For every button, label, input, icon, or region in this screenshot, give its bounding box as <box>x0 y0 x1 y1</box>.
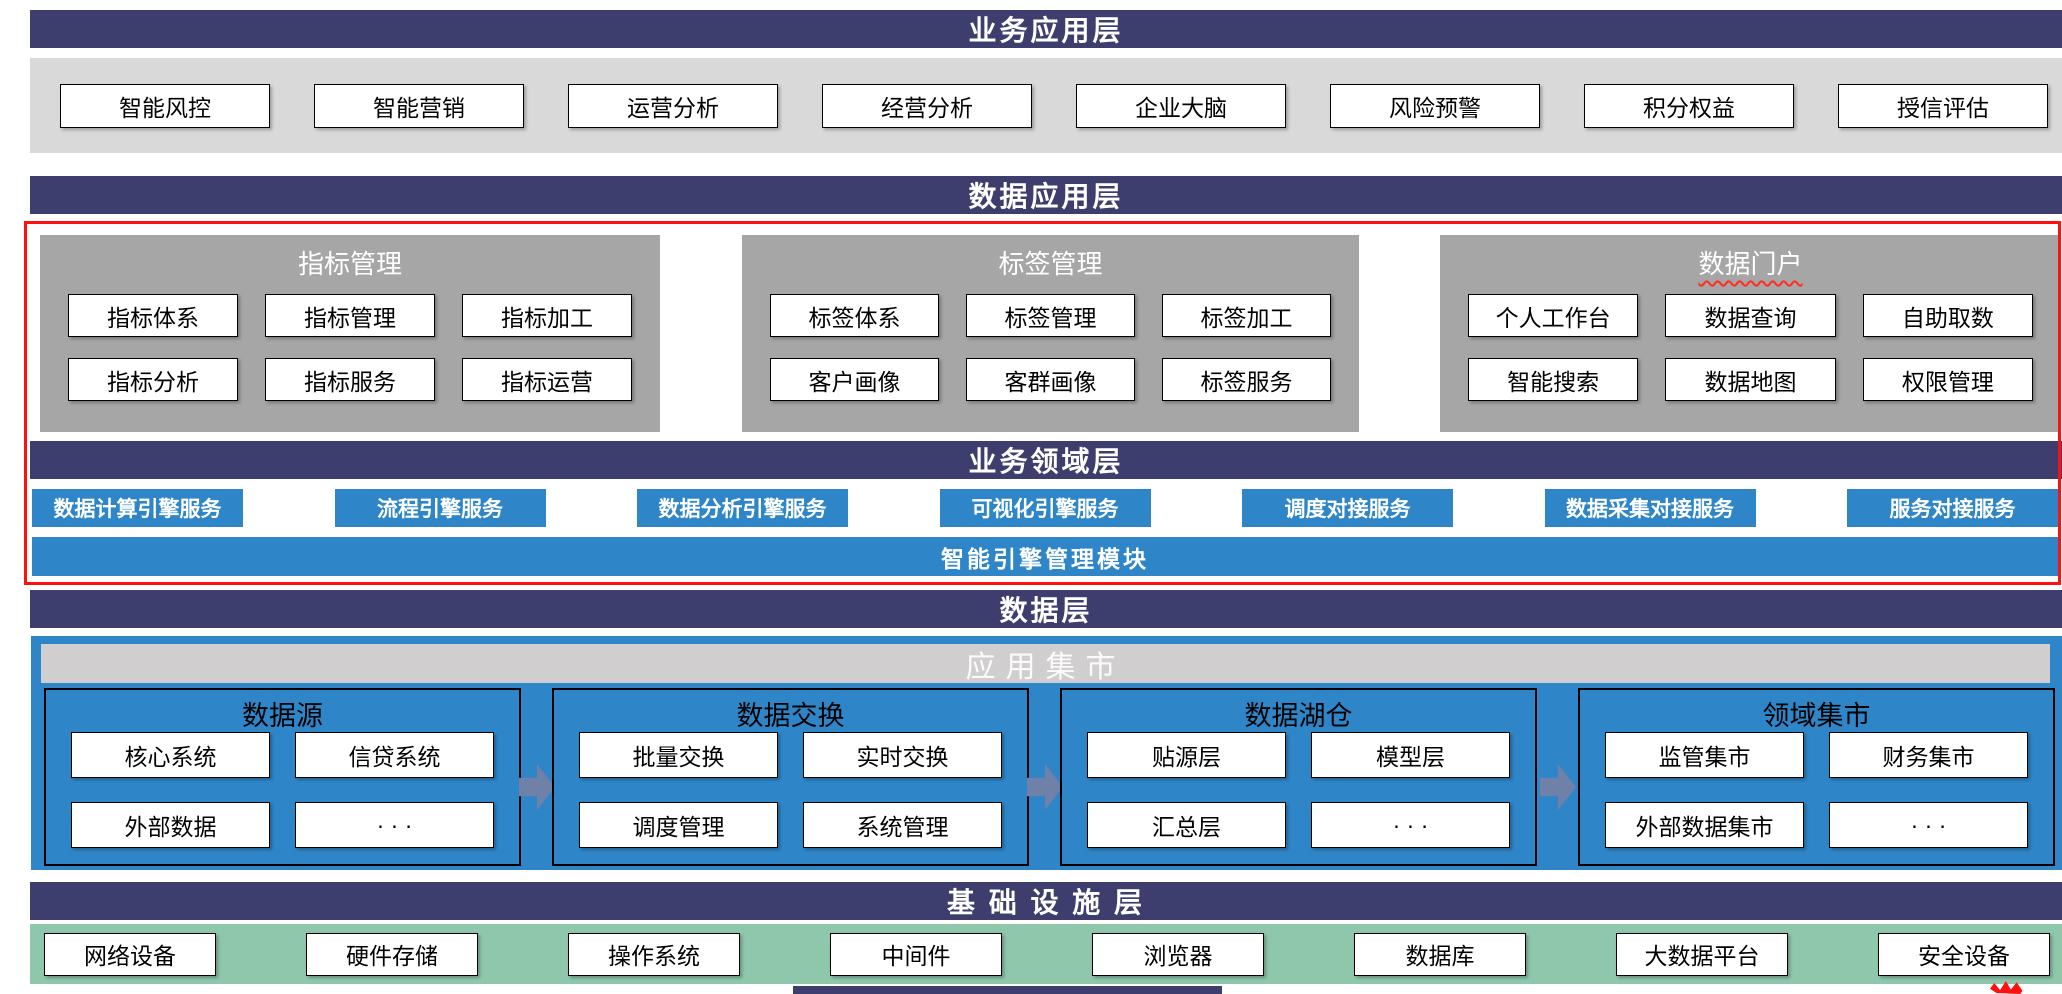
engine-service-box: 可视化引擎服务 <box>939 489 1151 527</box>
data-exchange-box: 批量交换 <box>579 732 778 778</box>
engine-service-box: 数据分析引擎服务 <box>637 489 848 527</box>
portal-box: 数据查询 <box>1665 294 1836 337</box>
data-layer-region: 应用集市 数据源 核心系统 信贷系统 外部数据 · · · 数据交换 批量交换 … <box>31 636 2062 870</box>
indicator-box: 指标服务 <box>265 358 435 401</box>
portal-box: 自助取数 <box>1862 294 2033 337</box>
business-domain-layer-header: 业务领域层 <box>30 441 2062 479</box>
data-portal-panel: 数据门户 个人工作台 数据查询 自助取数 智能搜索 数据地图 权限管理 <box>1440 235 2061 432</box>
domain-mart-box: 监管集市 <box>1605 732 1804 778</box>
infrastructure-box: 浏览器 <box>1092 932 1264 976</box>
data-lakehouse-panel: 数据湖仓 贴源层 模型层 汇总层 · · · <box>1060 688 1537 866</box>
data-source-title: 数据源 <box>242 701 323 731</box>
indicator-box: 指标分析 <box>68 358 238 401</box>
tag-box: 标签管理 <box>966 294 1135 337</box>
application-mart-bar: 应用集市 <box>41 644 2050 684</box>
infrastructure-box: 数据库 <box>1354 932 1526 976</box>
partial-next-bar-fragment <box>793 986 1222 994</box>
infrastructure-box: 网络设备 <box>44 932 216 976</box>
domain-mart-box: 外部数据集市 <box>1605 802 1804 848</box>
infrastructure-box: 硬件存储 <box>306 932 478 976</box>
portal-box: 智能搜索 <box>1468 358 1639 401</box>
domain-mart-box: 财务集市 <box>1829 732 2028 778</box>
infrastructure-box: 中间件 <box>830 932 1002 976</box>
data-lakehouse-box: 汇总层 <box>1087 802 1286 848</box>
data-lakehouse-box: · · · <box>1311 802 1510 848</box>
data-app-panels-region: 指标管理 指标体系 指标管理 指标加工 指标分析 指标服务 指标运营 标签管理 … <box>30 235 2062 432</box>
flow-arrow-right-icon <box>1540 764 1576 810</box>
data-exchange-panel: 数据交换 批量交换 实时交换 调度管理 系统管理 <box>552 688 1029 866</box>
data-exchange-box: 实时交换 <box>803 732 1002 778</box>
tag-box: 标签服务 <box>1162 358 1331 401</box>
data-source-box: 核心系统 <box>71 732 270 778</box>
tag-box: 标签加工 <box>1162 294 1331 337</box>
indicator-box: 指标加工 <box>462 294 632 337</box>
portal-box: 个人工作台 <box>1468 294 1639 337</box>
engine-services-row: 数据计算引擎服务 流程引擎服务 数据分析引擎服务 可视化引擎服务 调度对接服务 … <box>32 489 2058 527</box>
engine-management-module-bar: 智能引擎管理模块 <box>32 537 2058 576</box>
infrastructure-box: 操作系统 <box>568 932 740 976</box>
business-app-box: 积分权益 <box>1584 83 1794 128</box>
engine-service-box: 数据采集对接服务 <box>1544 489 1756 527</box>
engine-service-box: 数据计算引擎服务 <box>32 489 243 527</box>
infrastructure-band: 网络设备 硬件存储 操作系统 中间件 浏览器 数据库 大数据平台 安全设备 <box>30 924 2062 984</box>
tag-box: 客群画像 <box>966 358 1135 401</box>
domain-mart-panel: 领域集市 监管集市 财务集市 外部数据集市 · · · <box>1578 688 2055 866</box>
business-app-box: 企业大脑 <box>1076 83 1286 128</box>
business-app-layer-header: 业务应用层 <box>30 10 2062 48</box>
domain-mart-title: 领域集市 <box>1762 701 1871 731</box>
data-source-panel: 数据源 核心系统 信贷系统 外部数据 · · · <box>44 688 521 866</box>
flow-arrow-right-icon <box>1027 764 1063 810</box>
engine-service-box: 服务对接服务 <box>1847 489 2058 527</box>
indicator-box: 指标体系 <box>68 294 238 337</box>
portal-box: 权限管理 <box>1862 358 2033 401</box>
business-app-box: 经营分析 <box>822 83 1032 128</box>
data-exchange-box: 调度管理 <box>579 802 778 848</box>
indicator-management-panel: 指标管理 指标体系 指标管理 指标加工 指标分析 指标服务 指标运营 <box>40 235 660 432</box>
business-app-box: 智能风控 <box>60 83 270 128</box>
indicator-box: 指标管理 <box>265 294 435 337</box>
engine-service-box: 流程引擎服务 <box>334 489 546 527</box>
domain-mart-box: · · · <box>1829 802 2028 848</box>
business-app-box: 风险预警 <box>1330 83 1540 128</box>
portal-panel-title-text: 数据门户 <box>1698 250 1803 279</box>
data-source-box: · · · <box>295 802 494 848</box>
portal-panel-title: 数据门户 <box>1440 244 2061 279</box>
indicator-box: 指标运营 <box>462 358 632 401</box>
infrastructure-box: 安全设备 <box>1878 932 2050 976</box>
tag-management-panel: 标签管理 标签体系 标签管理 标签加工 客户画像 客群画像 标签服务 <box>742 235 1359 432</box>
data-lakehouse-box: 贴源层 <box>1087 732 1286 778</box>
infrastructure-layer-header: 基 础 设 施 层 <box>30 882 2062 920</box>
tag-box: 标签体系 <box>770 294 939 337</box>
data-source-box: 信贷系统 <box>295 732 494 778</box>
indicator-panel-title: 指标管理 <box>297 250 402 279</box>
data-layer-header: 数据层 <box>30 590 2062 628</box>
data-lakehouse-title: 数据湖仓 <box>1244 701 1353 731</box>
portal-box: 数据地图 <box>1665 358 1836 401</box>
business-app-box: 授信评估 <box>1838 83 2048 128</box>
data-exchange-title: 数据交换 <box>736 701 845 731</box>
data-app-layer-header: 数据应用层 <box>30 176 2062 214</box>
data-lakehouse-box: 模型层 <box>1311 732 1510 778</box>
business-app-box: 运营分析 <box>568 83 778 128</box>
infrastructure-box: 大数据平台 <box>1616 932 1788 976</box>
engine-service-box: 调度对接服务 <box>1242 489 1453 527</box>
flow-arrow-right-icon <box>519 764 555 810</box>
data-source-box: 外部数据 <box>71 802 270 848</box>
business-app-box: 智能营销 <box>314 83 524 128</box>
tag-box: 客户画像 <box>770 358 939 401</box>
tag-panel-title: 标签管理 <box>998 250 1103 279</box>
business-app-band: 智能风控 智能营销 运营分析 经营分析 企业大脑 风险预警 积分权益 授信评估 <box>30 58 2062 153</box>
data-exchange-box: 系统管理 <box>803 802 1002 848</box>
